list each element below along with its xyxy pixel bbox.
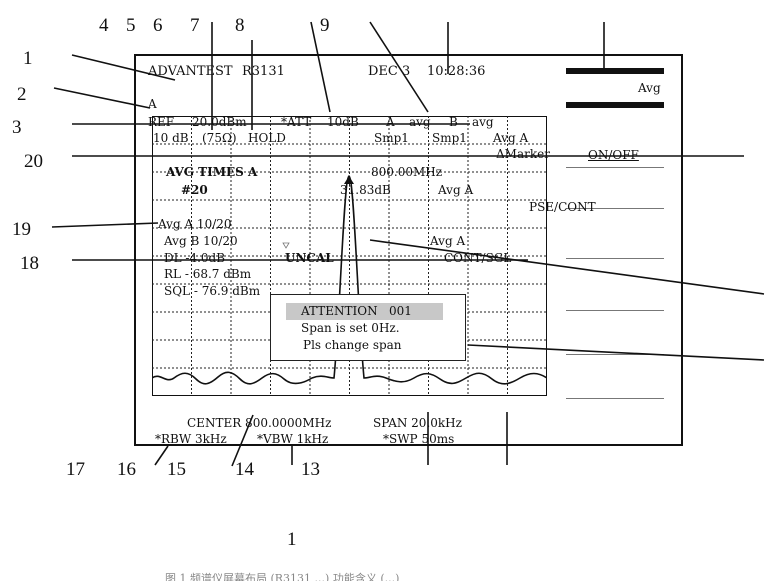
softkey-on-off[interactable]: ON/OFF (588, 148, 639, 162)
callout-3: 3 (12, 117, 22, 138)
trace-label: A (148, 97, 157, 111)
attention-message-line1: Span is set 0Hz. (301, 321, 400, 335)
date-label: DEC 3 (368, 64, 411, 79)
softkey-divider (566, 354, 664, 355)
callout-5: 5 (126, 15, 136, 36)
attention-message-line2: Pls change span (303, 338, 402, 352)
ref-level-value: RL - 68.7 dBm (164, 267, 252, 281)
marker-avg-a: Avg A (438, 183, 474, 197)
callout-16: 16 (117, 459, 136, 480)
softkey-divider (566, 310, 664, 311)
attention-title-bar (286, 303, 443, 320)
rbw-value: *RBW 3kHz (155, 432, 227, 446)
model-label: R3131 (242, 64, 285, 79)
softkey-bar-bottom (566, 102, 664, 108)
impedance-label: (75Ω) (202, 131, 237, 145)
avg-b-progress: Avg B 10/20 (164, 234, 238, 248)
callout-2: 2 (17, 84, 27, 105)
uncal-indicator: UNCAL (285, 251, 334, 265)
smp1-a-label: Smp1 (374, 131, 409, 145)
callout-14: 14 (235, 459, 254, 480)
callout-13: 13 (301, 459, 320, 480)
sweep-time-value: *SWP 50ms (383, 432, 455, 446)
softkey-divider (566, 398, 664, 399)
avg-count: #20 (181, 183, 208, 197)
softkey-divider (566, 167, 664, 168)
ref-label: REF (148, 115, 175, 129)
softkey-divider (566, 208, 664, 209)
callout-4: 4 (99, 15, 109, 36)
attention-code: 001 (389, 304, 412, 318)
callout-18: 18 (20, 253, 39, 274)
smp1-b-label: Smp1 (432, 131, 467, 145)
display-line-value: DL -4.0dB (164, 251, 226, 265)
avg-a-label-top: Avg A (493, 131, 529, 145)
center-frequency: CENTER 800.0000MHz (187, 416, 332, 430)
callout-8: 8 (235, 15, 245, 36)
callout-1: 1 (23, 48, 33, 69)
vbw-value: *VBW 1kHz (257, 432, 329, 446)
marker-triangle (344, 176, 354, 184)
softkey-pse-cont[interactable]: PSE/CONT (529, 200, 596, 214)
avg-a-progress: Avg A 10/20 (158, 217, 232, 231)
trace-curve (152, 175, 547, 385)
trace-b-mode: avg (472, 115, 494, 129)
brand-label: ADVANTEST (148, 64, 233, 79)
trace-a-label: A (386, 115, 395, 129)
page-number: 1 (287, 529, 297, 550)
callout-9: 9 (320, 15, 330, 36)
trace-b-label: B (449, 115, 458, 129)
softkey-bar-top (566, 68, 664, 74)
att-value: 10dB (327, 115, 359, 129)
marker-avg-a-2: Avg A (430, 234, 466, 248)
attention-dialog: ATTENTION 001 Span is set 0Hz. Pls chang… (270, 294, 466, 361)
figure-caption: 图 1 频谱仪屏幕布局 (R3131 ...) 功能含义 (...) (165, 572, 400, 581)
hold-label: HOLD (248, 131, 286, 145)
time-label: 10:28:36 (427, 64, 486, 79)
delta-marker-triangle (282, 242, 290, 249)
callout-15: 15 (167, 459, 186, 480)
marker-frequency: 800.00MHz (371, 165, 443, 179)
marker-level: 31.83dB (340, 183, 391, 197)
callout-6: 6 (153, 15, 163, 36)
ref-value: 20.0dBm (192, 115, 247, 129)
cont-sgl-indicator: CONT/SGL (444, 251, 512, 265)
softkey-divider (566, 258, 664, 259)
scale-div: 10 dB (153, 131, 189, 145)
delta-marker-label: ΔMarker (496, 147, 550, 161)
attention-title: ATTENTION (301, 304, 378, 318)
avg-times-label: AVG TIMES A (166, 165, 258, 179)
squelch-value: SQL - 76.9 dBm (164, 284, 261, 298)
callout-20: 20 (24, 151, 43, 172)
att-label: *ATT (281, 115, 312, 129)
span-value: SPAN 20.0kHz (373, 416, 462, 430)
callout-7: 7 (190, 15, 200, 36)
trace-a-mode: avg (409, 115, 431, 129)
callout-17: 17 (66, 459, 85, 480)
softkey-avg[interactable]: Avg (638, 81, 661, 95)
callout-19: 19 (12, 219, 31, 240)
